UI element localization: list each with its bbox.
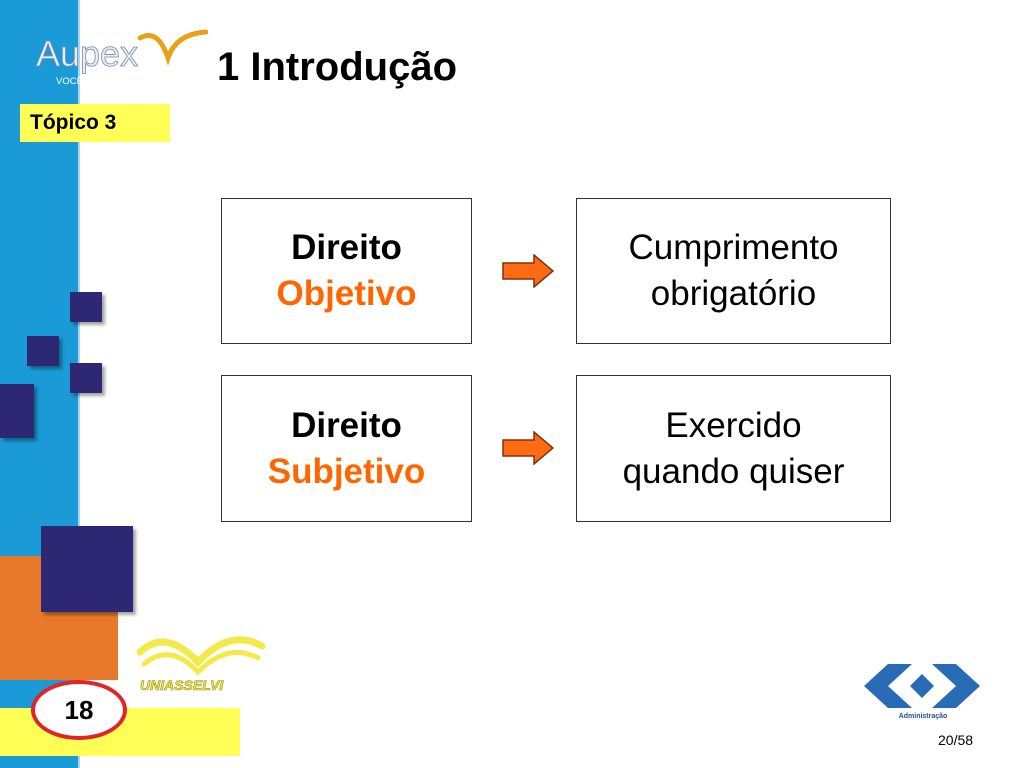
topic-badge: Tópico 3 [20, 104, 170, 142]
box-text: Cumprimento [628, 228, 839, 267]
arrow-right-icon [502, 431, 554, 465]
box-direito-subjetivo: Direito Subjetivo [221, 375, 472, 522]
box-text: Exercido [665, 405, 802, 445]
box-highlight: Subjetivo [267, 451, 426, 491]
decor-square [70, 363, 102, 393]
box-exercido-quando-quiser: Exercido quando quiser [576, 375, 891, 522]
svg-text:VOCÊ SUPERIOR: VOCÊ SUPERIOR [56, 76, 135, 87]
slide-title: 1 Introdução [217, 45, 458, 89]
box-label: Direito [291, 405, 402, 445]
box-direito-objetivo: Direito Objetivo [221, 198, 472, 344]
svg-text:UNIASSELVI: UNIASSELVI [140, 677, 224, 693]
decor-square [27, 336, 59, 366]
box-text: quando quiser [622, 451, 845, 491]
decor-square [0, 384, 34, 438]
aupex-logo: Aupex VOCÊ SUPERIOR [36, 29, 208, 87]
box-label: Direito [291, 228, 402, 267]
box-highlight: Objetivo [276, 274, 417, 313]
svg-text:Aupex: Aupex [36, 33, 138, 74]
arrow-right-icon [502, 254, 554, 288]
page-number-badge: 18 [31, 680, 127, 740]
decor-square [70, 292, 102, 322]
decor-navy-block [41, 526, 133, 612]
slide-counter: 20/58 [938, 732, 974, 748]
box-cumprimento-obrigatorio: Cumprimento obrigatório [576, 198, 891, 344]
administracao-label: Administração [898, 713, 948, 720]
box-text: obrigatório [650, 274, 817, 313]
uniasselvi-logo: UNIASSELVI [136, 636, 266, 693]
administracao-logo [864, 664, 980, 708]
